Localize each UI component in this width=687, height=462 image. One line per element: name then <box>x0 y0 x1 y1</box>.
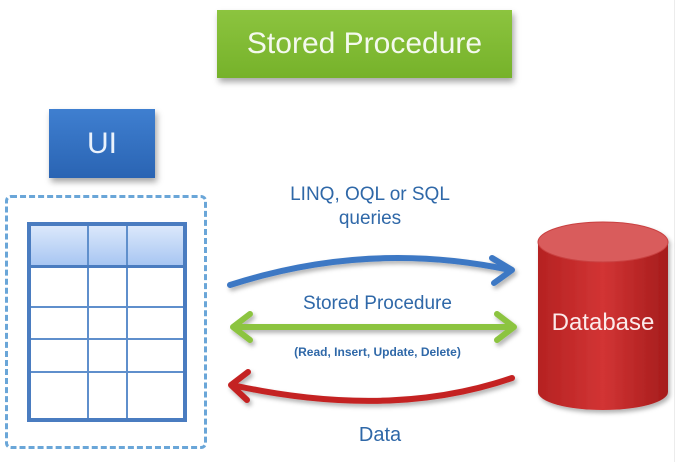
table-row <box>28 338 186 373</box>
data-arrow <box>228 369 515 404</box>
table-cell <box>28 338 89 373</box>
table-cell <box>125 338 186 373</box>
table-cell <box>86 305 128 341</box>
table-header-row <box>28 223 186 268</box>
table-cell <box>28 370 89 422</box>
table-cell <box>28 223 89 268</box>
table-row <box>28 370 186 422</box>
table-cell <box>86 265 128 308</box>
stored-procedure-arrow <box>230 311 517 343</box>
stored-procedure-label: Stored Procedure <box>303 293 452 314</box>
table-cell <box>28 265 89 308</box>
diagram-title: Stored Procedure <box>217 10 512 78</box>
ui-table-icon <box>27 222 187 422</box>
table-cell <box>86 338 128 373</box>
ui-box: UI <box>49 109 155 178</box>
queries-arrow <box>227 255 515 288</box>
table-row <box>28 265 186 308</box>
operations-label: (Read, Insert, Update, Delete) <box>294 345 461 359</box>
table-cell <box>86 370 128 422</box>
queries-label-line2: queries <box>338 208 402 229</box>
right-edge-rule <box>674 0 675 462</box>
table-cell <box>125 265 186 308</box>
diagram-title-text: Stored Procedure <box>246 27 483 60</box>
table-cell <box>86 223 128 268</box>
table-row <box>28 305 186 341</box>
database-cylinder-icon <box>537 221 669 410</box>
table-cell <box>28 305 89 341</box>
table-cell <box>125 305 186 341</box>
database-label: Database <box>551 309 655 336</box>
queries-label-line1: LINQ, OQL or SQL <box>290 184 450 205</box>
ui-dashed-frame <box>5 195 207 449</box>
queries-label: LINQ, OQL or SQL queries <box>255 183 485 231</box>
ui-label: UI <box>87 126 117 160</box>
table-cell <box>125 370 186 422</box>
table-cell <box>125 223 186 268</box>
data-label: Data <box>358 424 402 446</box>
